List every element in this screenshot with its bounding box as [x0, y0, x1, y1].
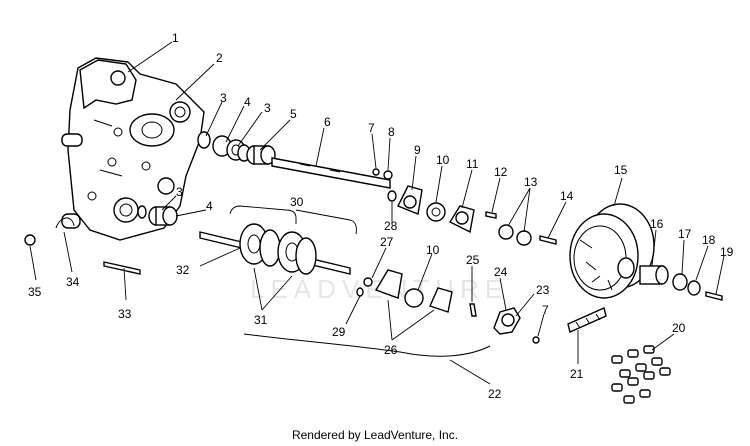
spacer-16: [639, 265, 669, 285]
callout-29: 29: [332, 325, 346, 339]
callout-4b: 4: [206, 199, 213, 213]
washer-28: [387, 190, 397, 202]
callout-21: 21: [570, 367, 584, 381]
callout-25: 25: [466, 253, 480, 267]
callout-3: 3: [220, 91, 227, 105]
nut-7-lower: [532, 336, 540, 344]
pin-25: [469, 303, 477, 317]
callout-6: 6: [324, 115, 331, 129]
callout-8: 8: [388, 125, 395, 139]
bearing-cap-9: [397, 185, 423, 215]
upper-seal-bearing: [197, 131, 251, 162]
washer-13b: [516, 230, 532, 246]
callout-11: 11: [466, 157, 479, 171]
input-shaft-6: [271, 157, 391, 189]
callout-32: 32: [176, 263, 190, 277]
key-14: [539, 235, 557, 245]
tensioner-23-24: [493, 307, 521, 335]
callout-10: 10: [436, 153, 450, 167]
callout-7: 7: [368, 121, 375, 135]
callout-18: 18: [702, 233, 716, 247]
callout-22: 22: [488, 387, 502, 401]
callout-16: 16: [650, 217, 664, 231]
leader-lines: [29, 41, 725, 385]
bolt-33: [103, 261, 141, 275]
footer-credit: Rendered by LeadVenture, Inc.: [291, 428, 459, 442]
callout-1: 1: [172, 31, 179, 45]
callout-13: 13: [524, 175, 538, 189]
callout-3b: 3: [264, 101, 271, 115]
nut-35: [24, 234, 36, 246]
washer-13a: [498, 224, 514, 240]
callout-17: 17: [678, 227, 692, 241]
chain-21: [567, 307, 607, 333]
washer-8: [383, 170, 393, 180]
bearing-10-upper: [426, 202, 446, 222]
sprocket-assembly-31: [239, 223, 317, 275]
callout-34: 34: [66, 275, 80, 289]
callout-28: 28: [384, 219, 398, 233]
callout-19: 19: [720, 245, 734, 259]
callout-35: 35: [28, 285, 42, 299]
callout-4: 4: [244, 95, 251, 109]
washer-18: [687, 280, 701, 296]
cover-lower: [429, 287, 453, 313]
bearing-10-lower: [404, 288, 424, 308]
cover-11: [448, 205, 475, 234]
callout-26: 26: [384, 343, 398, 357]
washer-17: [672, 273, 688, 291]
callout-31: 31: [254, 313, 268, 327]
callout-15: 15: [614, 163, 628, 177]
transmission-case: [61, 57, 205, 241]
clip-34: [55, 217, 75, 229]
nut-7: [372, 168, 380, 176]
bolt-12: [485, 211, 497, 219]
callout-7b: 7: [542, 303, 549, 317]
nut-27: [363, 277, 373, 287]
callout-5: 5: [290, 107, 297, 121]
callout-labels: 1 2 3 4 3 5 6 7 8 9 10 11 12 13 14 15 16…: [28, 31, 734, 401]
bearing-4-lower: [148, 206, 178, 226]
callout-3c: 3: [176, 185, 183, 199]
seal-3-lower: [137, 205, 147, 219]
callout-30: 30: [290, 195, 304, 209]
callout-14: 14: [560, 189, 574, 203]
cable-22: [243, 333, 491, 357]
callout-12: 12: [494, 165, 508, 179]
callout-20: 20: [672, 321, 686, 335]
bearing-cap-lower: [374, 269, 403, 299]
pulley-15: [569, 203, 655, 299]
callout-10b: 10: [426, 243, 440, 257]
chain-links-20: [611, 345, 671, 404]
callout-33: 33: [118, 307, 132, 321]
callout-9: 9: [414, 143, 421, 157]
bolt-19: [705, 291, 723, 301]
washer-29: [356, 287, 364, 297]
callout-24: 24: [494, 265, 508, 279]
callout-2: 2: [216, 51, 223, 65]
callout-23: 23: [536, 283, 550, 297]
callout-27: 27: [380, 235, 394, 249]
